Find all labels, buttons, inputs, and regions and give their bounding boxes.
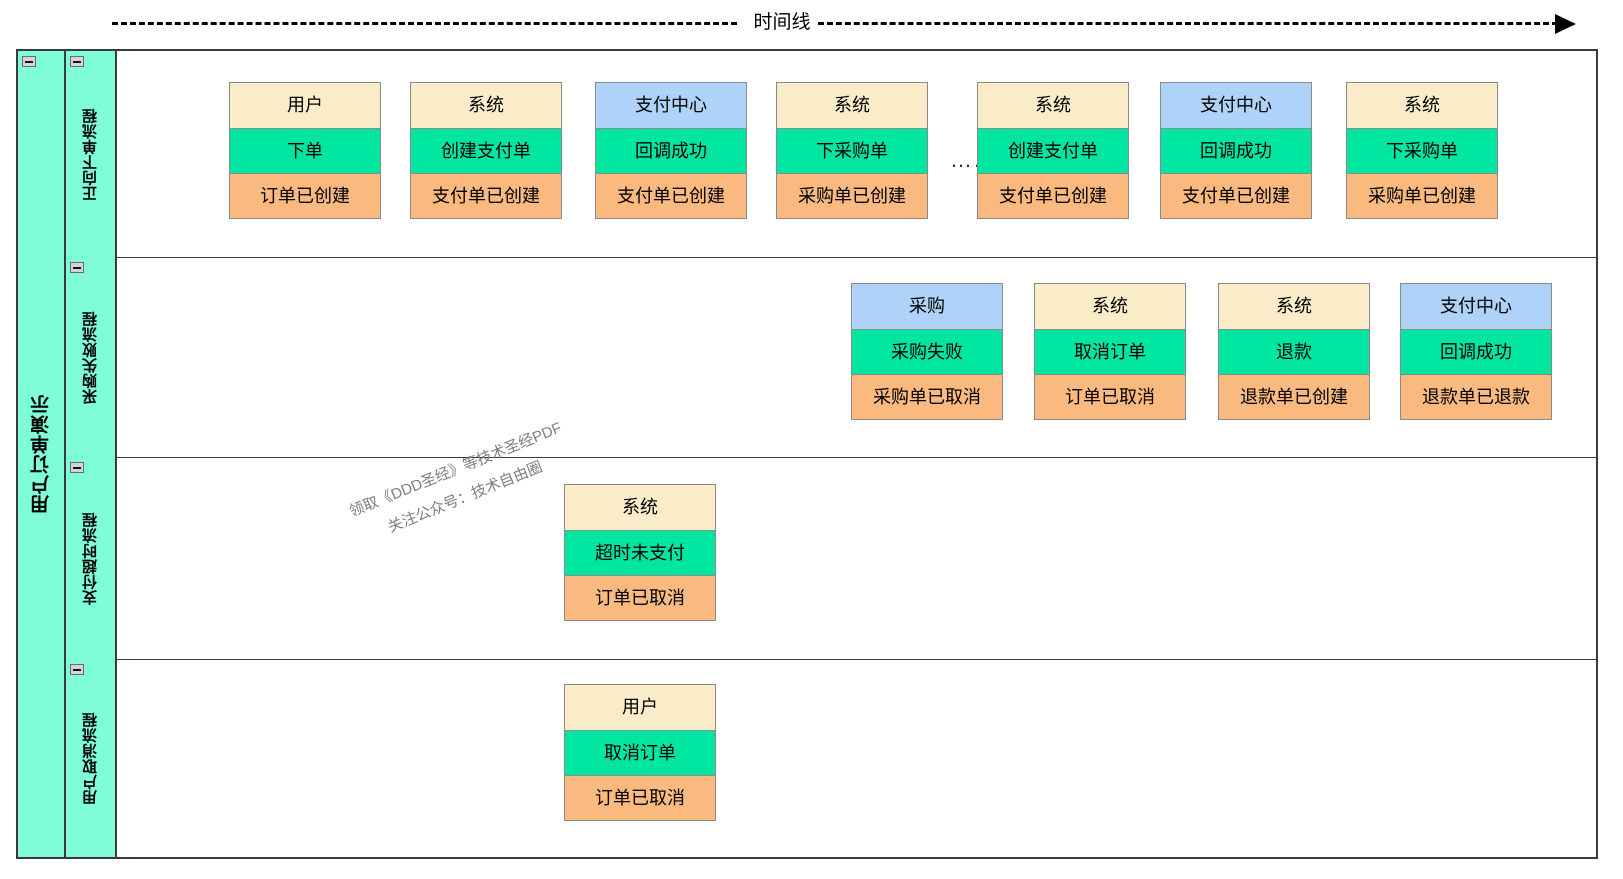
card-actor: 系统 — [1035, 284, 1185, 329]
card-actor: 系统 — [565, 485, 715, 530]
card-actor: 用户 — [230, 83, 380, 128]
card-state: 订单已创建 — [230, 173, 380, 218]
card-action: 退款 — [1219, 329, 1369, 374]
card-state: 支付单已创建 — [596, 173, 746, 218]
lane-body: 采购 采购失败 采购单已取消 系统 取消订单 订单已取消 系统 退款 退款单已创… — [117, 257, 1596, 457]
lane-title-label: 用户取消流程 — [82, 711, 99, 805]
card-action: 回调成功 — [596, 128, 746, 173]
card-actor: 系统 — [411, 83, 561, 128]
card-action: 下采购单 — [777, 128, 927, 173]
card-state: 订单已取消 — [565, 775, 715, 820]
card-actor: 系统 — [1219, 284, 1369, 329]
lane-header[interactable]: 采购失败流程 — [66, 257, 117, 457]
card-action: 创建支付单 — [411, 128, 561, 173]
collapse-minus-icon[interactable] — [70, 262, 84, 273]
lane-forward-order: 正向下单流程 用户 下单 订单已创建 系统 创建支付单 支付单已创建 支付中心 … — [66, 51, 1596, 257]
lane-body: 用户 下单 订单已创建 系统 创建支付单 支付单已创建 支付中心 回调成功 支付… — [117, 51, 1596, 257]
card-state: 支付单已创建 — [978, 173, 1128, 218]
card-action: 下单 — [230, 128, 380, 173]
card-state: 支付单已创建 — [411, 173, 561, 218]
lane-title-label: 支付超时流程 — [82, 511, 99, 605]
pool-title: 用户订单演示 — [18, 51, 66, 857]
card-actor: 支付中心 — [1161, 83, 1311, 128]
step-card[interactable]: 系统 创建支付单 支付单已创建 — [977, 82, 1129, 219]
collapse-minus-icon[interactable] — [22, 56, 36, 67]
card-action: 超时未支付 — [565, 530, 715, 575]
timeline-dash-left — [112, 22, 746, 25]
card-state: 退款单已退款 — [1401, 374, 1551, 419]
step-card[interactable]: 采购 采购失败 采购单已取消 — [851, 283, 1003, 420]
lane-divider — [66, 257, 1596, 258]
step-card[interactable]: 系统 超时未支付 订单已取消 — [564, 484, 716, 621]
step-card[interactable]: 系统 取消订单 订单已取消 — [1034, 283, 1186, 420]
card-action: 创建支付单 — [978, 128, 1128, 173]
lane-divider — [66, 457, 1596, 458]
pool-title-label: 用户订单演示 — [30, 394, 52, 514]
card-actor: 采购 — [852, 284, 1002, 329]
swimlane-frame: 用户订单演示 正向下单流程 用户 下单 订单已创建 系统 创建支付单 支付单已创… — [16, 49, 1598, 859]
step-card[interactable]: 用户 取消订单 订单已取消 — [564, 684, 716, 821]
step-card[interactable]: 支付中心 回调成功 支付单已创建 — [595, 82, 747, 219]
card-action: 取消订单 — [565, 730, 715, 775]
card-actor: 支付中心 — [1401, 284, 1551, 329]
card-state: 订单已取消 — [565, 575, 715, 620]
timeline-dash-right — [818, 22, 1558, 25]
step-card[interactable]: 系统 下采购单 采购单已创建 — [776, 82, 928, 219]
step-card[interactable]: 系统 下采购单 采购单已创建 — [1346, 82, 1498, 219]
card-action: 采购失败 — [852, 329, 1002, 374]
card-actor: 系统 — [978, 83, 1128, 128]
step-card[interactable]: 支付中心 回调成功 退款单已退款 — [1400, 283, 1552, 420]
card-actor: 用户 — [565, 685, 715, 730]
card-state: 订单已取消 — [1035, 374, 1185, 419]
lane-title-label: 采购失败流程 — [82, 310, 99, 404]
lane-body: 用户 取消订单 订单已取消 — [117, 659, 1596, 857]
card-actor: 系统 — [777, 83, 927, 128]
lane-body: 系统 超时未支付 订单已取消 — [117, 457, 1596, 659]
step-card[interactable]: 系统 创建支付单 支付单已创建 — [410, 82, 562, 219]
step-card[interactable]: 支付中心 回调成功 支付单已创建 — [1160, 82, 1312, 219]
lane-header[interactable]: 支付超时流程 — [66, 457, 117, 659]
card-actor: 系统 — [1347, 83, 1497, 128]
card-action: 回调成功 — [1401, 329, 1551, 374]
collapse-minus-icon[interactable] — [70, 56, 84, 67]
card-state: 采购单已取消 — [852, 374, 1002, 419]
arrow-right-icon — [1555, 14, 1576, 34]
lane-purchase-failed: 采购失败流程 采购 采购失败 采购单已取消 系统 取消订单 订单已取消 系统 退… — [66, 257, 1596, 457]
step-card[interactable]: 用户 下单 订单已创建 — [229, 82, 381, 219]
card-state: 采购单已创建 — [777, 173, 927, 218]
lane-title-label: 正向下单流程 — [82, 107, 99, 201]
card-state: 退款单已创建 — [1219, 374, 1369, 419]
collapse-minus-icon[interactable] — [70, 664, 84, 675]
card-state: 支付单已创建 — [1161, 173, 1311, 218]
lane-divider — [66, 659, 1596, 660]
step-card[interactable]: 系统 退款 退款单已创建 — [1218, 283, 1370, 420]
card-actor: 支付中心 — [596, 83, 746, 128]
card-action: 取消订单 — [1035, 329, 1185, 374]
lane-user-cancel: 用户取消流程 用户 取消订单 订单已取消 — [66, 659, 1596, 857]
card-action: 回调成功 — [1161, 128, 1311, 173]
timeline: 时间线 — [112, 11, 1576, 35]
lane-header[interactable]: 正向下单流程 — [66, 51, 117, 257]
lane-header[interactable]: 用户取消流程 — [66, 659, 117, 857]
card-state: 采购单已创建 — [1347, 173, 1497, 218]
lane-payment-timeout: 支付超时流程 系统 超时未支付 订单已取消 — [66, 457, 1596, 659]
timeline-label: 时间线 — [740, 11, 824, 35]
card-action: 下采购单 — [1347, 128, 1497, 173]
collapse-minus-icon[interactable] — [70, 462, 84, 473]
